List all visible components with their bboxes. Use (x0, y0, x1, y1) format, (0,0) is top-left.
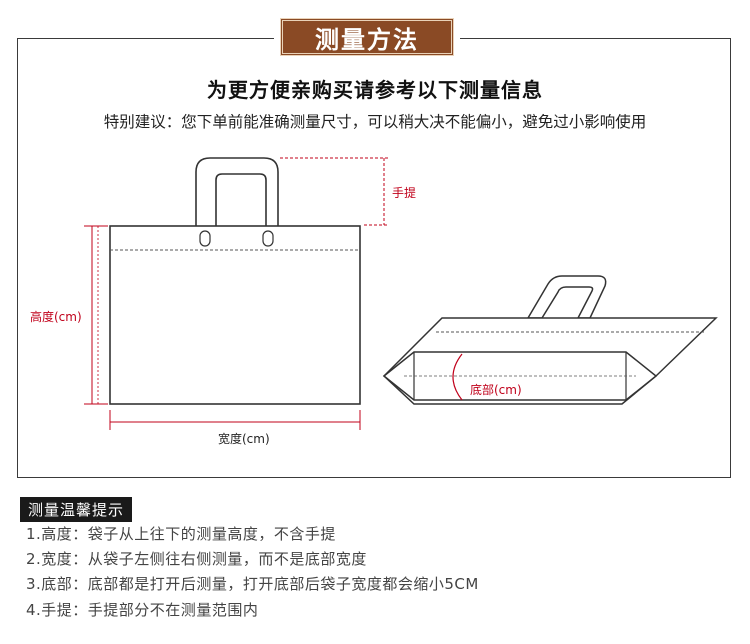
height-label: 高度(cm) (30, 310, 82, 324)
tip-item: 2.宽度：从袋子左侧往右侧测量，而不是底部宽度 (26, 550, 367, 568)
advice-text: 特别建议：您下单前能准确测量尺寸，可以稍大决不能偏小，避免过小影响使用 (103, 113, 647, 131)
tip-item: 3.底部：底部都是打开后测量，打开底部后袋子宽度都会缩小5CM (26, 575, 479, 593)
tip-item: 1.高度：袋子从上往下的测量高度，不含手提 (26, 525, 336, 543)
front-bag-handle (195, 157, 279, 229)
handle-label: 手提 (392, 186, 417, 200)
main-heading: 为更方便亲购买请参考以下测量信息 (207, 78, 543, 102)
tip-item: 4.手提：手提部分不在测量范围内 (26, 601, 259, 619)
tips-title: 测量温馨提示 (20, 497, 133, 522)
width-label: 宽度(cm) (218, 432, 270, 446)
bottom-measure-arc (452, 353, 463, 401)
title-badge: 测量方法 (274, 14, 460, 60)
side-bag-handle (526, 275, 607, 319)
bottom-label: 底部(cm) (470, 383, 522, 397)
front-bag-body (109, 225, 361, 405)
hole-left (199, 230, 211, 247)
hole-right (262, 230, 274, 247)
page-title: 测量方法 (280, 18, 454, 56)
